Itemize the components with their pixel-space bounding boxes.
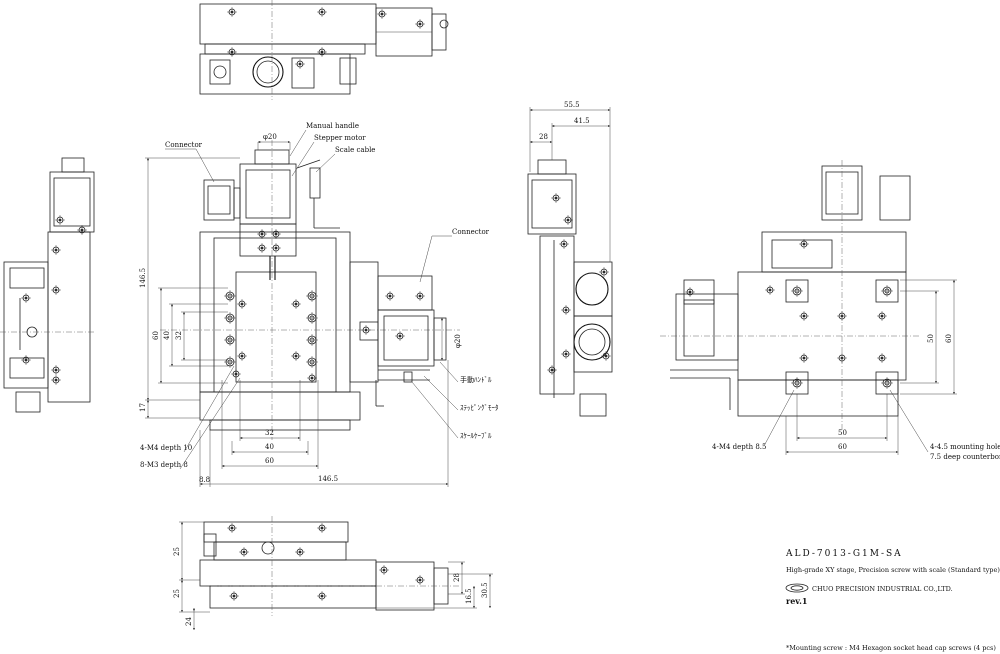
dim-60-horizontal: 60: [265, 457, 274, 465]
dim-40-horizontal: 40: [265, 443, 274, 451]
label-mount-hole-line2: 7.5 deep counterbore: [930, 453, 1000, 461]
dim-30-5: 30.5: [481, 582, 489, 598]
front-view: [160, 140, 460, 440]
dim-50-vertical: 50: [927, 334, 935, 343]
model-description: High-grade XY stage, Precision screw wit…: [786, 566, 1000, 574]
label-stepper-motor: Stepper motor: [314, 134, 366, 142]
left-side-view: [0, 157, 96, 413]
label-m4-depth8-5: 4-M4 depth 8.5: [712, 443, 766, 451]
dim-phi20-top: φ20: [263, 133, 277, 141]
dim-32-vertical: 32: [175, 331, 183, 340]
dim-60-horizontal-right: 60: [838, 443, 847, 451]
right-side-view: 55.5 41.5 28: [527, 101, 613, 417]
title-block: ALD-7013-G1M-SA High-grade XY stage, Pre…: [785, 549, 1000, 652]
label-scale-cable: Scale cable: [335, 146, 375, 154]
dim-146-5-horizontal: 146.5: [318, 475, 338, 483]
dim-28-bottom: 28: [453, 573, 461, 582]
label-m4-depth10: 4-M4 depth 10: [140, 444, 192, 452]
front-dimensions: φ20 146.5 60 40 32 17 32 40: [139, 133, 462, 487]
front-labels: Connector Manual handle Stepper motor Sc…: [140, 122, 499, 470]
dim-41-5: 41.5: [574, 117, 590, 125]
label-m3-depth8: 8-M3 depth 8: [140, 461, 188, 469]
revision: rev.1: [786, 596, 808, 606]
dim-55-5: 55.5: [564, 101, 580, 109]
mounting-note: *Mounting screw : M4 Hexagon socket head…: [786, 644, 996, 652]
dim-32-horizontal: 32: [265, 429, 274, 437]
dim-16-5: 16.5: [465, 588, 473, 604]
dim-24: 24: [185, 617, 193, 626]
label-jp-stepper-motor: ｽﾃｯﾋﾟﾝｸﾞﾓｰﾀ: [460, 404, 499, 412]
bottom-view: 50 60 50 60 4-M4 depth 8.5 4-4.5 mountin…: [660, 160, 1000, 461]
top-view: [199, 0, 449, 100]
label-manual-handle: Manual handle: [306, 122, 359, 130]
label-connector-top: Connector: [165, 141, 203, 149]
dim-8-8: 8.8: [199, 476, 210, 484]
dim-phi20-right: φ20: [454, 334, 462, 348]
label-jp-manual-handle: 手動ﾊﾝﾄﾞﾙ: [460, 375, 492, 384]
label-mount-hole-line1: 4-4.5 mounting hole,: [930, 443, 1000, 451]
model-number: ALD-7013-G1M-SA: [785, 549, 903, 559]
dim-17-vertical: 17: [139, 403, 147, 412]
dim-60-vertical-right: 60: [945, 334, 953, 343]
label-jp-scale-cable: ｽｹｰﾙｹｰﾌﾞﾙ: [460, 432, 492, 440]
dim-25-a: 25: [173, 547, 181, 556]
dim-60-vertical: 60: [152, 331, 160, 340]
front-bottom-view: 25 25 24 28 16.5 30.5: [173, 516, 493, 630]
dim-40-vertical: 40: [163, 331, 171, 340]
dim-146-5-vertical: 146.5: [139, 268, 147, 288]
dim-25-b: 25: [173, 589, 181, 598]
company-logo-icon: [785, 583, 809, 593]
dim-50-horizontal: 50: [838, 429, 847, 437]
company-name: CHUO PRECISION INDUSTRIAL CO.,LTD.: [812, 585, 953, 593]
dim-28-side: 28: [539, 133, 548, 141]
label-connector-right: Connector: [452, 228, 490, 236]
